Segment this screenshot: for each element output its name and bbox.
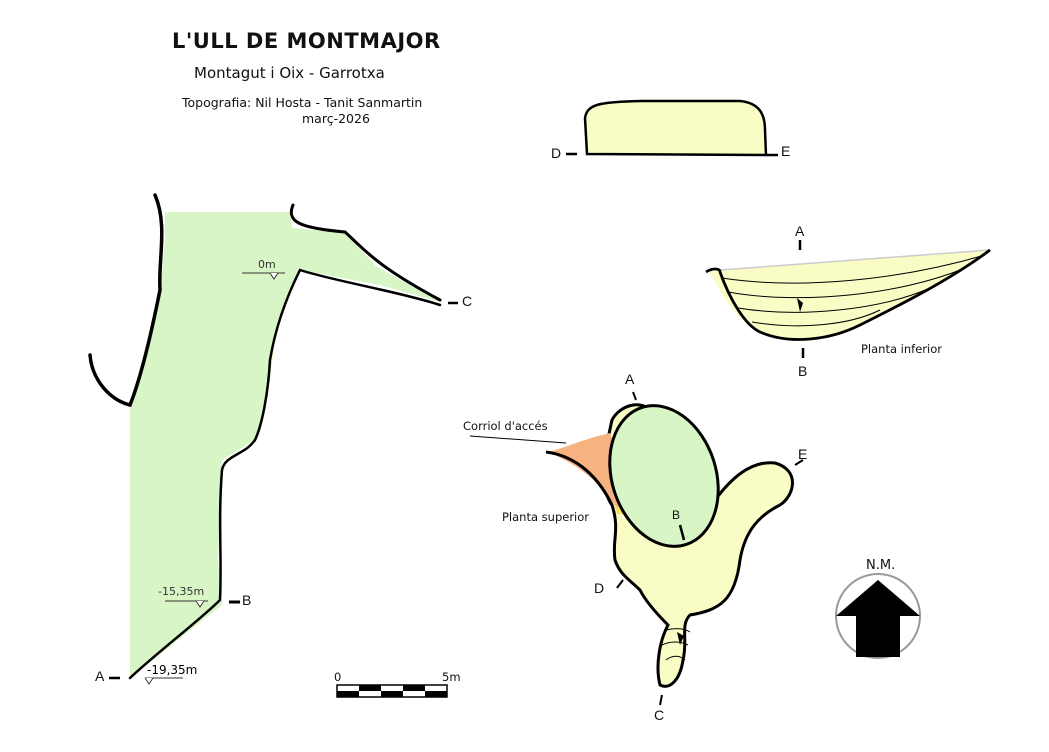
north-arrow-icon [835,573,921,659]
section-label-a: A [795,223,805,239]
map-title: L'ULL DE MONTMAJOR [172,29,441,53]
lower-plan-caption: Planta inferior [861,342,942,356]
plan-label-b: B [672,508,681,522]
section-label-d: D [551,145,562,161]
profile-label-b: B [242,592,252,608]
longitudinal-profile [88,193,458,685]
cross-section-ab [705,240,991,358]
plan-label-e: E [798,446,808,462]
depth-a: -19,35m [147,663,198,677]
profile-label-c: C [462,293,473,309]
authors: Topografia: Nil Hosta - Tanit Sanmartin [182,95,423,110]
north-label: N.M. [866,558,896,573]
plan-label-d: D [594,580,605,596]
scale-end: 5m [442,670,461,684]
profile-label-a: A [95,668,105,684]
depth-b: -15,35m [158,585,205,598]
depth-top: 0m [258,258,276,271]
scale-start: 0 [334,670,342,684]
access-path-label: Corriol d'accés [463,419,548,433]
upper-plan-label: Planta superior [502,510,590,524]
section-label-e: E [781,143,791,159]
section-label-b: B [798,363,808,379]
location: Montagut i Oix - Garrotxa [194,64,385,82]
survey-date: març-2026 [302,111,370,126]
plan-label-c: C [654,707,665,723]
cross-section-de [566,99,778,157]
scale-bar [336,684,448,698]
plan-view [469,391,804,706]
plan-label-a: A [625,371,635,387]
